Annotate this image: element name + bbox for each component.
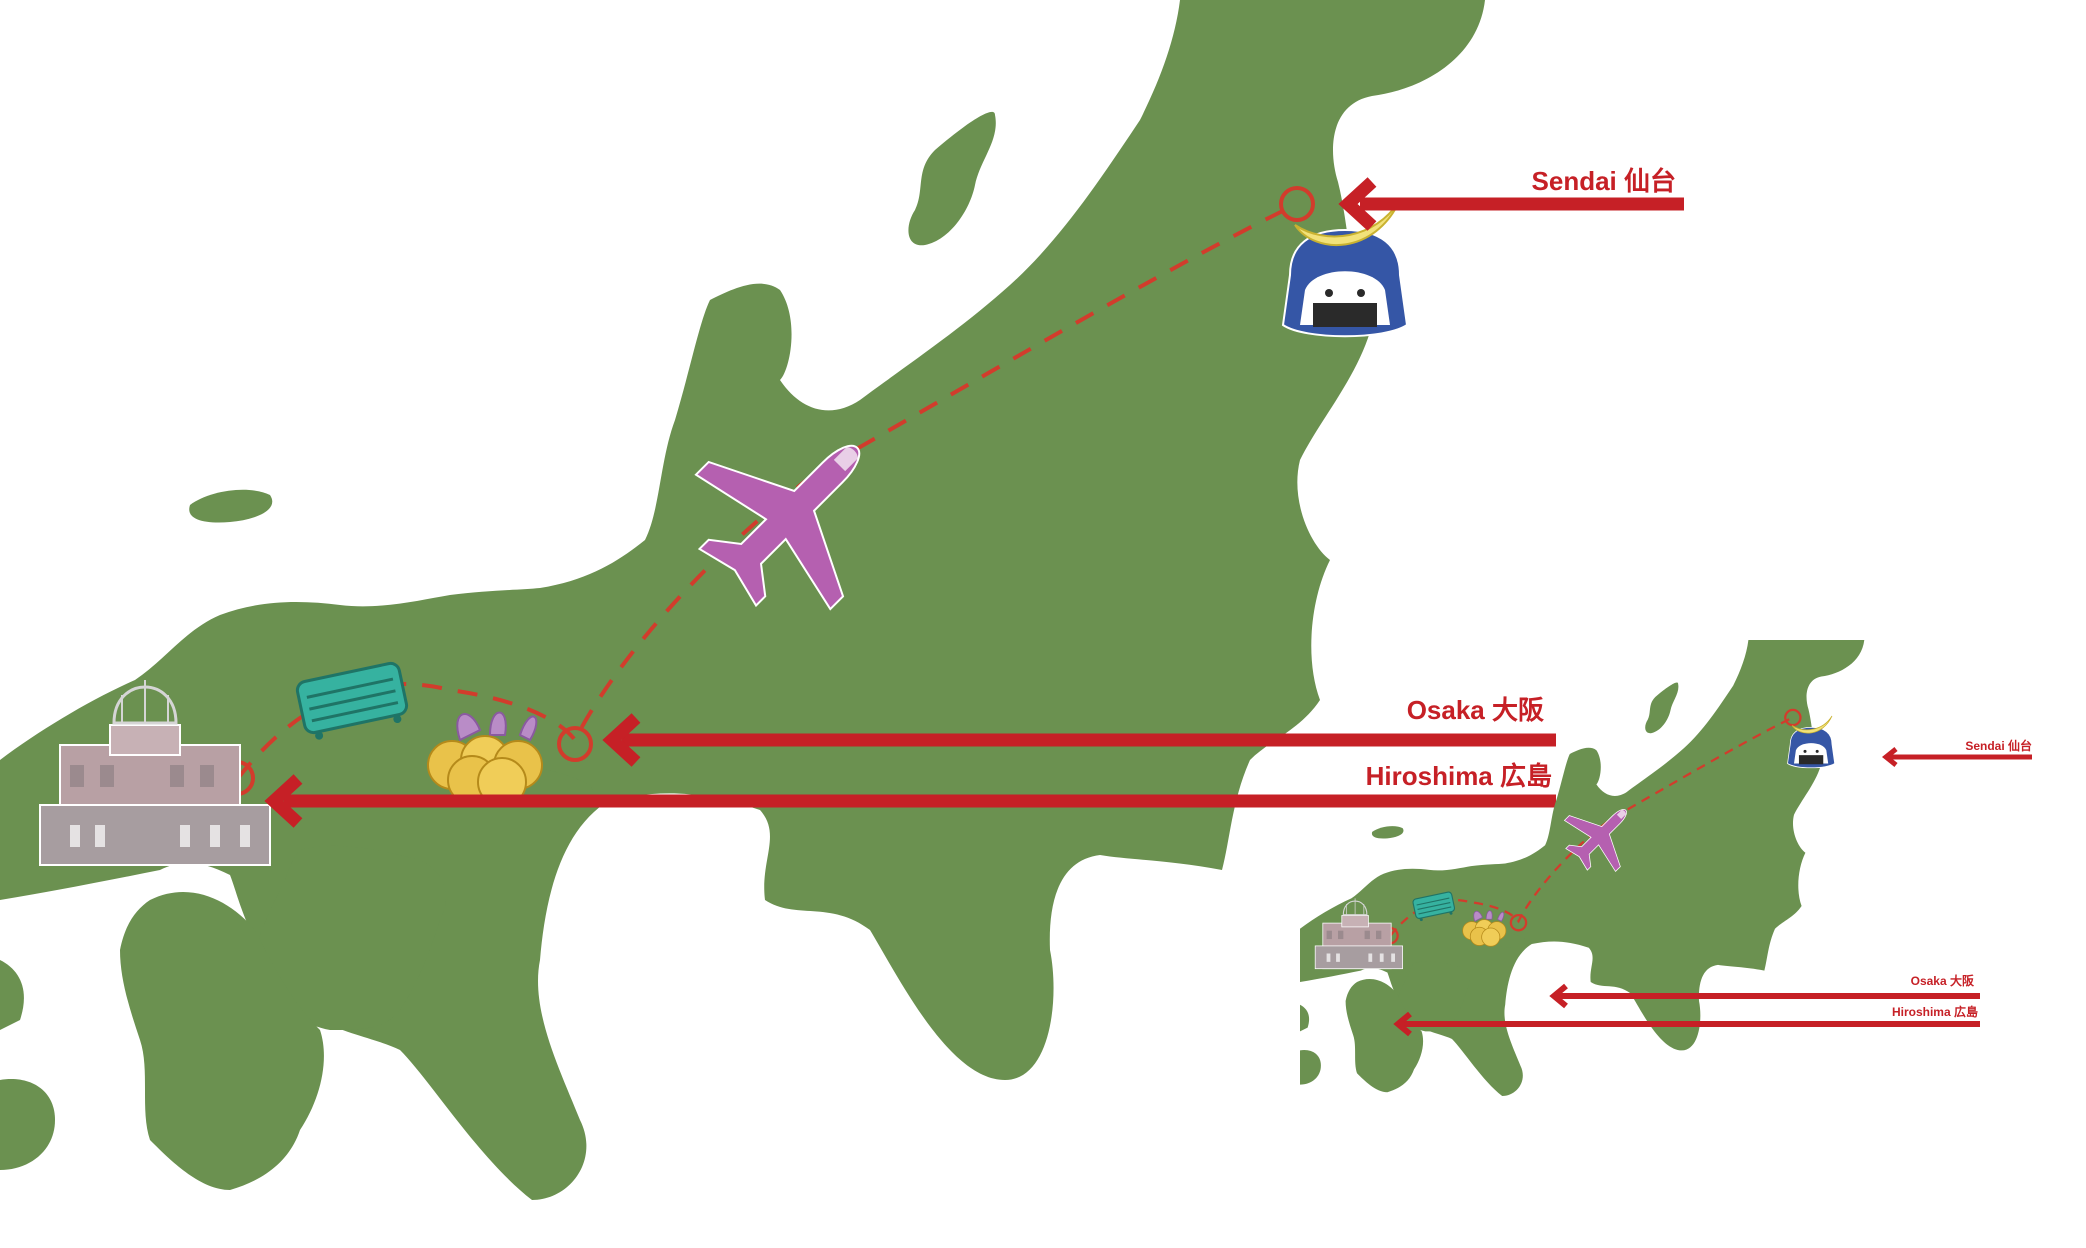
inset-sendai-pointer	[1881, 747, 2032, 767]
route-line-inset	[1389, 716, 1793, 937]
sendai-marker	[1279, 186, 1315, 222]
hiroshima-label: Hiroshima 広島	[1366, 761, 1552, 791]
hiroshima-pointer	[264, 774, 1556, 828]
osaka-pointer	[602, 713, 1556, 767]
inset-map	[1300, 640, 1865, 1096]
inset-landmass	[1300, 640, 1865, 1096]
inset-osaka-marker	[1509, 913, 1528, 932]
inset-osaka-pointer	[1549, 983, 1980, 1009]
osaka-label: Osaka 大阪	[1407, 695, 1544, 725]
inset-sendai-marker	[1784, 708, 1802, 727]
inset-hiroshima-pointer	[1393, 1011, 1980, 1037]
inset-sendai-label: Sendai 仙台	[1965, 738, 2032, 753]
main-landmass	[0, 0, 1485, 1200]
main-map: Sendai 仙台 Osaka 大阪 Hiroshima 広島	[0, 0, 1684, 1200]
sendai-pointer	[1338, 177, 1684, 231]
sendai-label: Sendai 仙台	[1532, 166, 1676, 196]
osaka-marker	[557, 726, 593, 762]
inset-osaka-label: Osaka 大阪	[1911, 973, 1975, 988]
inset-hiroshima-label: Hiroshima 広島	[1892, 1004, 1978, 1019]
